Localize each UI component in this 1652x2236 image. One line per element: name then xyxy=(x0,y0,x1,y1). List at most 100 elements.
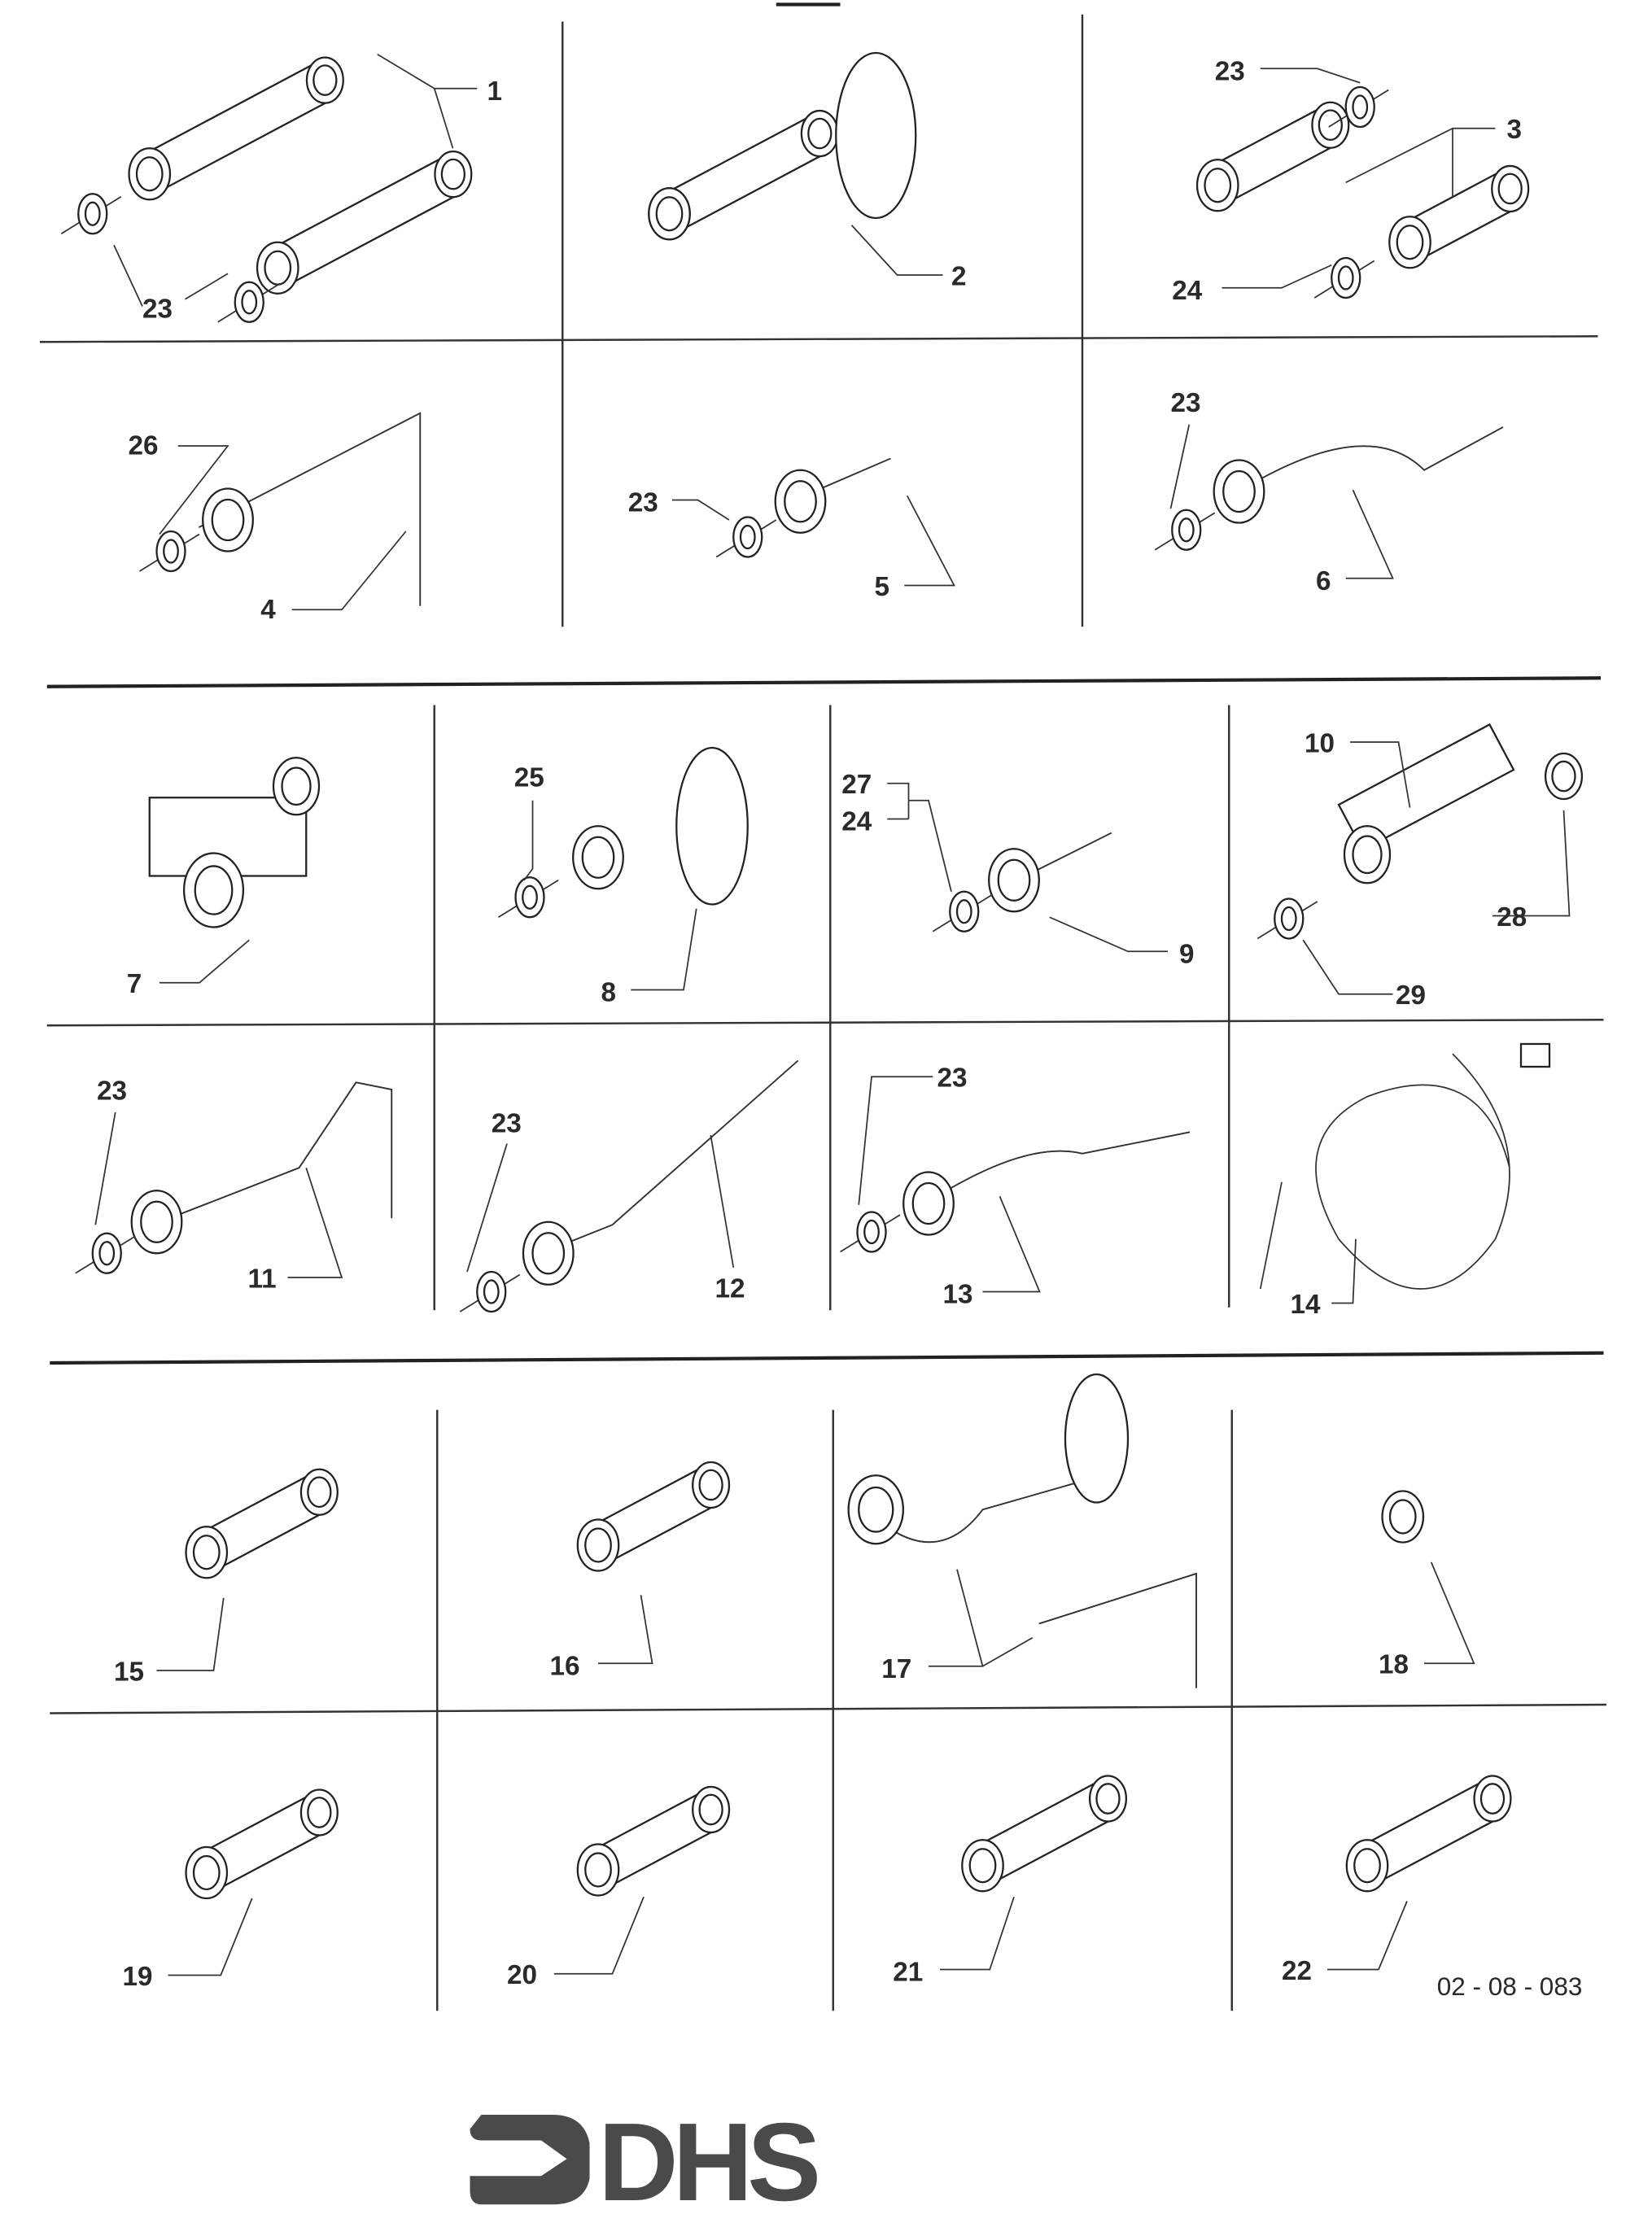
pipe-fill xyxy=(170,1081,393,1219)
callout-label: 19 xyxy=(123,1962,153,1992)
callout-label: 25 xyxy=(514,762,544,793)
callout-label: 2 xyxy=(951,261,967,291)
bore-shape xyxy=(312,64,338,96)
bore-shape xyxy=(135,156,164,192)
bore-shape xyxy=(1353,1848,1381,1884)
washer-bore xyxy=(863,1219,880,1245)
bore-shape xyxy=(531,1232,566,1275)
bore-shape xyxy=(997,858,1031,902)
threaded-body xyxy=(1337,723,1515,852)
bore-shape xyxy=(194,865,234,915)
washer-bore xyxy=(163,539,179,564)
callout-label: 13 xyxy=(943,1280,973,1310)
bore-shape xyxy=(1352,835,1383,875)
washer-bore xyxy=(1337,265,1354,290)
leader-lines xyxy=(94,53,1571,1976)
washer-bore xyxy=(522,884,538,910)
callout-label: 16 xyxy=(550,1651,580,1681)
callout-label: 23 xyxy=(142,295,173,325)
callout-label: 17 xyxy=(881,1654,911,1684)
bore-shape xyxy=(1388,1499,1417,1535)
callout-label: 9 xyxy=(1179,939,1195,969)
washer-bore xyxy=(98,1241,116,1266)
dhs-logo: DHS xyxy=(470,2099,823,2224)
callout-label: 27 xyxy=(841,770,872,800)
bore-shape xyxy=(440,158,465,190)
callout-label: 26 xyxy=(129,431,159,461)
bore-shape xyxy=(192,1535,221,1570)
callout-label: 23 xyxy=(492,1109,522,1139)
bore-shape xyxy=(784,480,817,523)
pipe-fill xyxy=(199,412,422,606)
callout-label: 8 xyxy=(601,978,617,1008)
callout-labels: 1 23 2 23 3 24 26 4 23 5 23 6 7 25 8 27 … xyxy=(97,56,1582,2001)
washer-bore xyxy=(955,899,972,924)
callout-label: 15 xyxy=(114,1657,144,1687)
bore-shape xyxy=(858,1486,894,1533)
bore-shape xyxy=(1551,760,1576,793)
callout-label: 24 xyxy=(841,807,872,837)
bore-shape xyxy=(968,1848,997,1884)
wall-plate xyxy=(835,51,917,220)
callout-label: 23 xyxy=(937,1063,968,1094)
part-drawings xyxy=(60,51,1584,1900)
pipe-fill xyxy=(1038,1572,1197,1688)
sensor-connector xyxy=(1519,1042,1551,1068)
bore-shape xyxy=(1396,225,1424,260)
callout-label: 23 xyxy=(1215,56,1245,86)
washer-bore xyxy=(241,290,258,315)
callout-label: 23 xyxy=(97,1076,127,1106)
callout-label: 24 xyxy=(1172,276,1202,306)
callout-label: 11 xyxy=(248,1264,277,1294)
washer-bore xyxy=(739,524,756,550)
bore-shape xyxy=(807,117,833,150)
bore-shape xyxy=(1479,1783,1506,1815)
callout-label: 20 xyxy=(507,1960,537,1990)
bore-shape xyxy=(264,250,292,286)
bore-shape xyxy=(281,766,312,806)
bore-shape xyxy=(140,1200,173,1243)
pipe-shape xyxy=(1238,426,1504,492)
callout-label: 4 xyxy=(260,595,276,625)
callout-label: 12 xyxy=(715,1274,745,1304)
callout-label: 10 xyxy=(1305,728,1335,758)
sensor-cable xyxy=(1259,1053,1510,1290)
washer-bore xyxy=(1280,906,1297,932)
bore-shape xyxy=(307,1797,332,1828)
bore-shape xyxy=(1497,173,1523,205)
pipe-fill xyxy=(882,1480,1083,1543)
washer-bore xyxy=(483,1279,500,1304)
callout-label: 1 xyxy=(487,76,503,107)
bore-shape xyxy=(911,1181,946,1225)
pipe-shape xyxy=(1038,1572,1197,1688)
bore-shape xyxy=(584,1527,612,1563)
pipe-fill xyxy=(924,1131,1191,1204)
bore-shape xyxy=(1095,1783,1121,1815)
pipe-fill xyxy=(540,1060,798,1255)
bore-shape xyxy=(192,1854,221,1891)
callout-label: 5 xyxy=(875,572,890,602)
callout-label: 14 xyxy=(1291,1290,1321,1320)
callout-label: 3 xyxy=(1507,115,1523,145)
wall-plate xyxy=(675,746,749,906)
bore-shape xyxy=(1222,469,1256,513)
bore-shape xyxy=(698,1469,723,1501)
callout-label: 21 xyxy=(893,1958,923,1988)
callout-label: 28 xyxy=(1497,902,1527,932)
bore-shape xyxy=(1204,168,1232,203)
washer-bore xyxy=(84,201,101,226)
pipe-shape xyxy=(924,1131,1191,1204)
pipe-shape xyxy=(170,1081,393,1219)
callout-label: 23 xyxy=(628,488,658,518)
pipe-fill xyxy=(1238,426,1504,492)
callout-label: 6 xyxy=(1316,566,1331,596)
washer-bore xyxy=(1178,518,1195,543)
bore-shape xyxy=(581,836,615,879)
callout-label: 22 xyxy=(1282,1956,1312,1986)
pipe-shape xyxy=(540,1060,798,1255)
bore-shape xyxy=(584,1852,612,1888)
callout-label: 29 xyxy=(1396,980,1426,1011)
callout-label: 23 xyxy=(1171,388,1201,418)
bore-shape xyxy=(307,1476,332,1509)
